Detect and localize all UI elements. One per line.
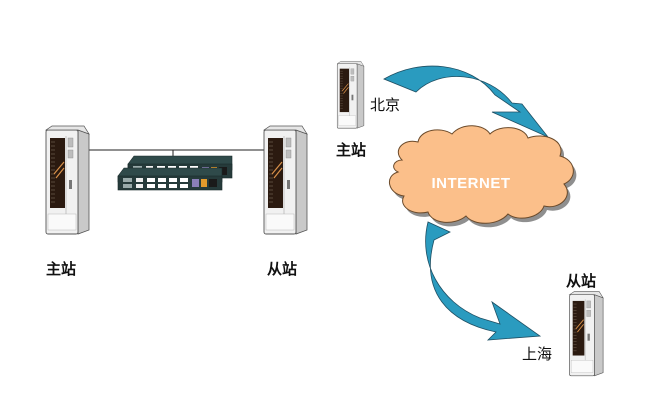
internet-cloud-icon: INTERNET bbox=[389, 125, 577, 228]
cloud-label: INTERNET bbox=[432, 175, 511, 192]
right-master-label: 主站 bbox=[336, 141, 367, 159]
downlink-arrow-icon bbox=[425, 221, 542, 341]
slave-city-label: 上海 bbox=[522, 345, 553, 363]
right-master-server-icon bbox=[336, 60, 365, 129]
left-master-server-icon bbox=[45, 125, 90, 235]
left-slave-server-icon bbox=[263, 125, 308, 235]
left-slave-label: 从站 bbox=[267, 260, 298, 278]
right-slave-label: 从站 bbox=[566, 272, 597, 290]
master-city-label: 北京 bbox=[370, 96, 401, 114]
switch-icon-secondary bbox=[117, 167, 223, 191]
right-slave-server-icon bbox=[569, 291, 604, 377]
left-master-label: 主站 bbox=[46, 260, 77, 278]
